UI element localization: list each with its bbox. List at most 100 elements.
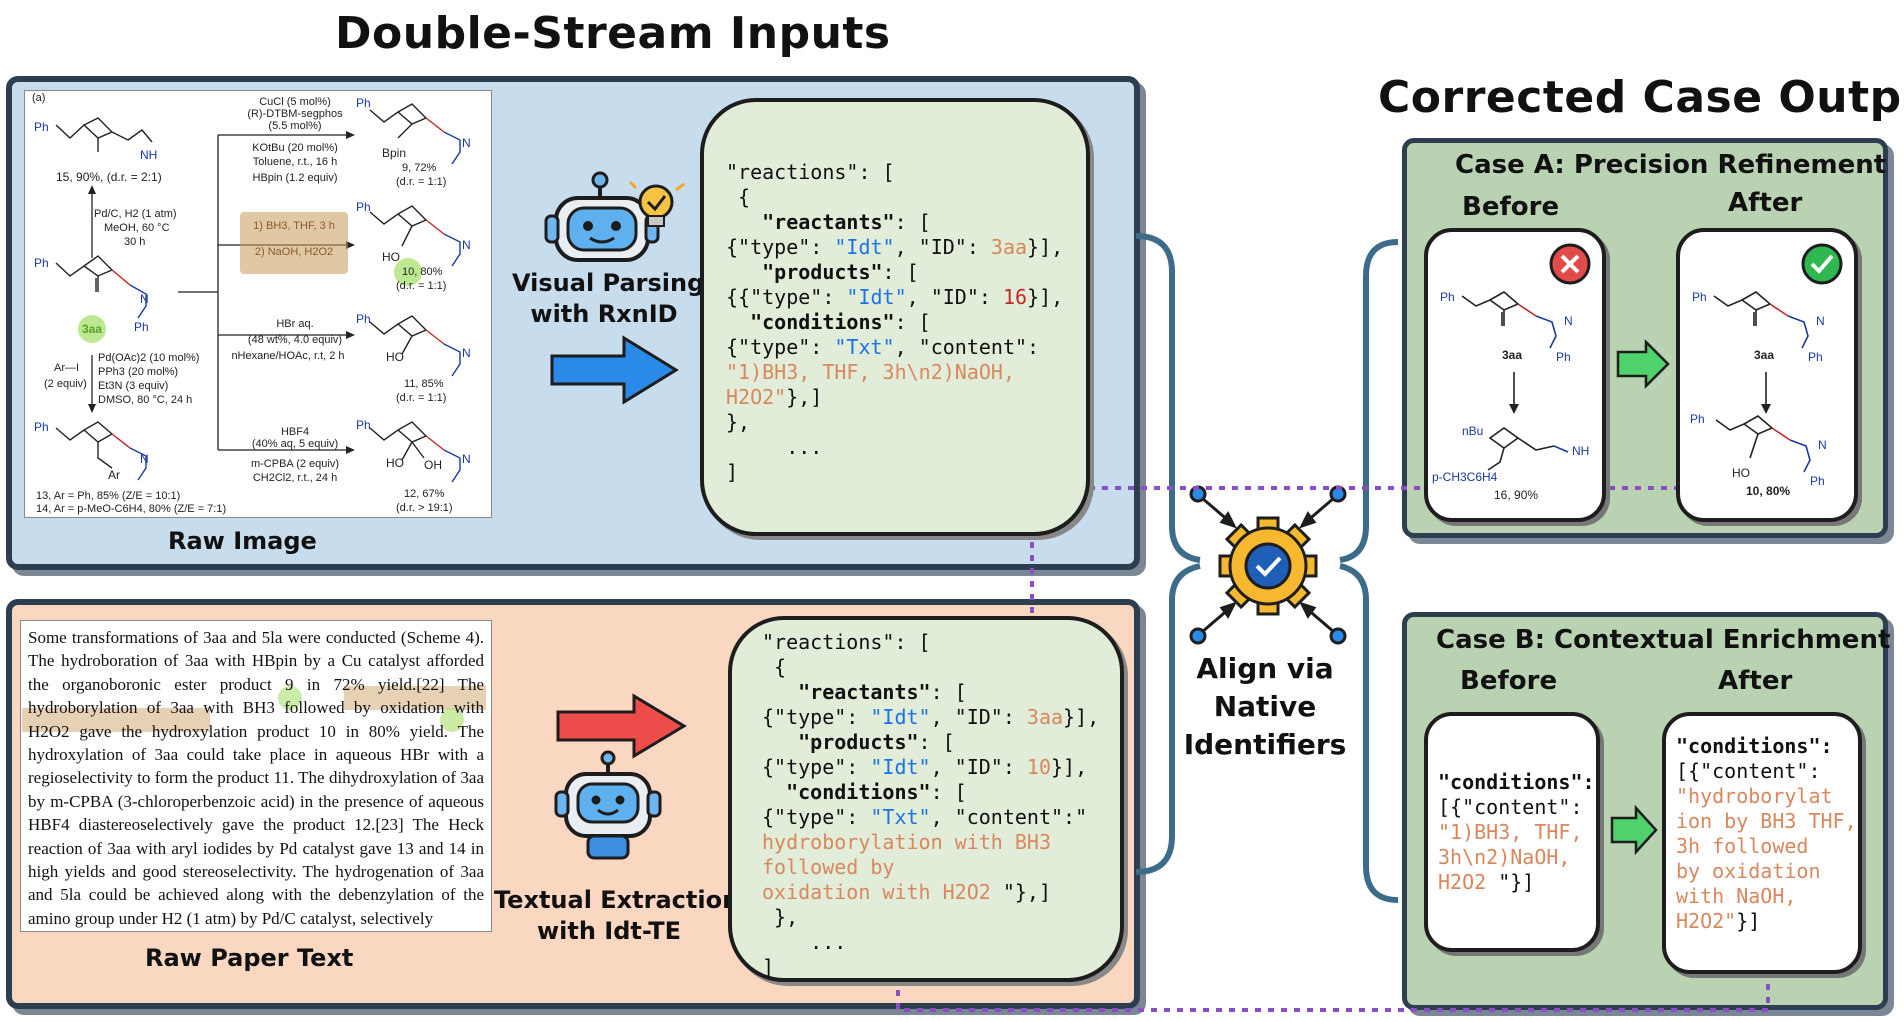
- cond-hydro-1: 1) BH3, THF, 3 h: [253, 220, 335, 232]
- case-a-nbu: nBu: [1462, 424, 1484, 438]
- product-12-label: 12, 67%: [404, 488, 445, 500]
- case-b-before-json: "conditions":[{"content":"1)BH3, THF,3h\…: [1438, 770, 1595, 895]
- json-line: "products": [: [798, 730, 955, 754]
- mol-label: HO: [1732, 466, 1750, 480]
- align-label: Align via Native Identifiers: [1180, 650, 1350, 764]
- cond-cu-1: CuCl (5 mol%): [259, 96, 331, 108]
- mol-label: OH: [424, 458, 442, 472]
- json-line: [{"content":: [1676, 759, 1821, 783]
- case-b-after-card: [1662, 712, 1862, 974]
- mol-label: N: [1564, 314, 1573, 328]
- visual-label-line1: Visual Parsing: [512, 269, 705, 297]
- mol-label: N: [462, 452, 471, 466]
- robot-icon: [544, 171, 660, 262]
- mol-label: Ph: [356, 200, 371, 214]
- product-11-label: 11, 85%: [404, 378, 444, 390]
- json-line: "1)BH3, THF,: [1438, 820, 1583, 844]
- green-arrow-icon: [1616, 338, 1670, 390]
- raw-image-figure: [24, 90, 492, 518]
- json-line: H2O2"},]: [726, 385, 823, 409]
- mol-label: HO: [382, 250, 400, 264]
- mol-label: N: [1816, 314, 1825, 328]
- mol-label: N: [1818, 438, 1827, 452]
- hydro-condition-highlight: [240, 212, 348, 274]
- cond-hbr-1: HBr aq.: [276, 318, 314, 330]
- cond-pd-1: Pd/C, H2 (1 atm): [94, 208, 177, 220]
- cond-cu-4: KOtBu (20 mol%): [252, 142, 338, 154]
- molecule-skeletons: [55, 103, 461, 483]
- case-a-title: Case A: Precision Refinement: [1455, 150, 1887, 180]
- json-line: {"type": "Txt", "content":": [762, 805, 1088, 829]
- cond-cu-3: (5.5 mol%): [268, 120, 322, 132]
- mol-label: Ph: [1690, 412, 1705, 426]
- cond-heck-4: DMSO, 80 °C, 24 h: [98, 394, 193, 406]
- align-line3: Identifiers: [1183, 728, 1347, 761]
- cond-cu-2: (R)-DTBM-segphos: [247, 108, 343, 120]
- json-line: "conditions": [: [750, 310, 931, 334]
- product-11-dr: (d.r. = 1:1): [396, 392, 447, 404]
- raw-text-caption: Raw Paper Text: [145, 944, 354, 972]
- mol-label: Ph: [1810, 474, 1825, 488]
- json-line: ]: [762, 955, 775, 979]
- cond-hbf4-2: (40% aq, 5 equiv): [251, 438, 339, 450]
- product-12-dr: (d.r. > 19:1): [396, 502, 453, 514]
- cond-hbf4-1: HBF4: [280, 426, 310, 438]
- cond-hbr-3: nHexane/HOAc, r.t, 2 h: [231, 350, 345, 362]
- aryl-iodide-equiv: (2 equiv): [44, 378, 87, 390]
- case-a-after-sm: 3aa: [1754, 348, 1775, 362]
- mol-label: Ph: [1808, 350, 1823, 364]
- case-a-after-product: 10, 80%: [1746, 484, 1791, 498]
- mol-label: Ph: [1556, 350, 1571, 364]
- json-line: H2O2"}]: [1676, 909, 1761, 933]
- mol-label: HO: [386, 350, 404, 364]
- align-line1: Align via: [1196, 652, 1334, 685]
- case-a-before-label: Before: [1462, 192, 1560, 222]
- mol-label: Ar: [108, 468, 120, 482]
- json-line: {"type": "Txt", "content":: [726, 335, 1040, 359]
- textual-json-output: "reactions": [ { "reactants": [{"type": …: [728, 616, 1124, 982]
- scheme-panel-tag: (a): [32, 92, 46, 104]
- text-highlight-bh3: [344, 686, 486, 710]
- json-line: followed by: [762, 855, 895, 879]
- product-10-label: 10, 80%: [402, 266, 443, 278]
- mol-label: N: [140, 292, 149, 306]
- case-a-before-product: 16, 90%: [1494, 488, 1539, 502]
- visual-json-output: "reactions": [ { "reactants": [{"type": …: [700, 98, 1090, 536]
- mol-label: Ph: [34, 256, 49, 270]
- mol-label: Ph: [134, 320, 149, 334]
- json-line: "conditions":: [1676, 734, 1833, 758]
- json-line: },: [726, 410, 751, 434]
- product-10-dr: (d.r. = 1:1): [396, 280, 447, 292]
- json-line: "1)BH3, THF, 3h\n2)NaOH,: [726, 360, 1015, 384]
- json-line: 3h followed: [1676, 834, 1809, 858]
- mol-label: N: [462, 238, 471, 252]
- json-line: {{"type": "Idt", "ID": 16}],: [726, 285, 1064, 309]
- mol-label: Ph: [356, 312, 371, 326]
- lightbulb-check-icon: [628, 180, 685, 227]
- cond-pd-2: MeOH, 60 °C: [104, 222, 170, 234]
- case-b-after-label: After: [1718, 666, 1793, 696]
- align-line2: Native: [1213, 690, 1317, 723]
- mol-label: N: [462, 136, 471, 150]
- cond-pd-3: 30 h: [124, 236, 146, 248]
- sm-3aa-label: 3aa: [82, 322, 103, 336]
- cond-heck-2: PPh3 (20 mol%): [98, 366, 179, 378]
- mol-label: Ph: [356, 418, 371, 432]
- json-line: {"type": "Idt", "ID": 3aa}],: [726, 235, 1064, 259]
- case-a-after-label: After: [1728, 188, 1803, 218]
- mol-label: Ph: [1440, 290, 1455, 304]
- error-x-icon: [1549, 243, 1591, 285]
- product-15-label: 15, 90%, (d.r. = 2:1): [56, 170, 162, 184]
- cond-hydro-2: 2) NaOH, H2O2: [254, 246, 334, 258]
- text-highlight-10: [440, 708, 464, 732]
- outputs-title: Corrected Case Outputs: [1378, 72, 1904, 123]
- json-line: {: [762, 655, 787, 679]
- gear-check-icon: [1218, 516, 1318, 616]
- cond-hbf4-3: m-CPBA (2 equiv): [250, 458, 340, 470]
- mol-label: HO: [386, 456, 404, 470]
- case-b-title: Case B: Contextual Enrichment: [1436, 625, 1891, 655]
- json-line: "conditions": [: [786, 780, 967, 804]
- json-line: 3h\n2)NaOH,: [1438, 845, 1571, 869]
- blue-arrow-icon: [550, 335, 679, 405]
